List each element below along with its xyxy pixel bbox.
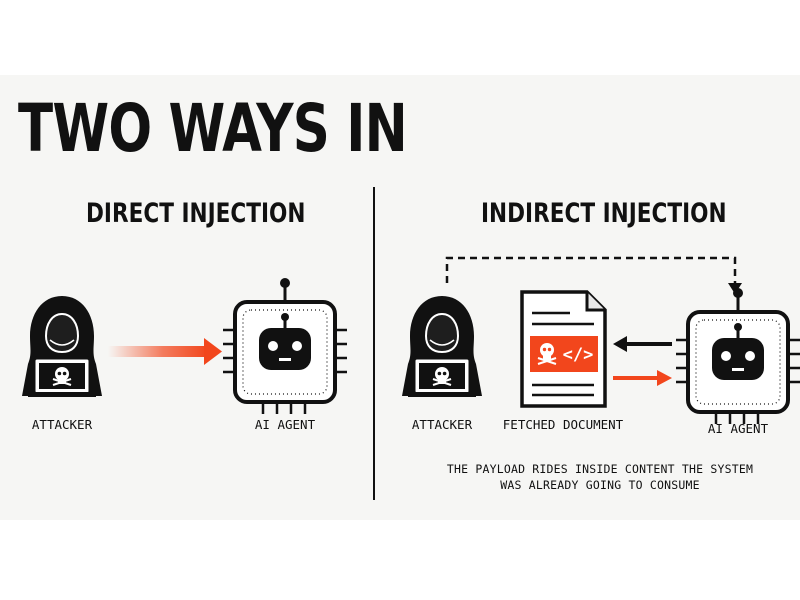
direct-heading: DIRECT INJECTION (86, 198, 306, 229)
indirect-caption: THE PAYLOAD RIDES INSIDE CONTENT THE SYS… (405, 461, 795, 493)
direct-arrow (108, 346, 208, 357)
indirect-attacker-label: ATTACKER (411, 417, 473, 432)
caption-line-2: WAS ALREADY GOING TO CONSUME (500, 478, 700, 492)
direct-agent-label: AI AGENT (254, 417, 316, 432)
direct-attacker-icon (20, 294, 104, 399)
payload-arrow-head (657, 370, 672, 386)
indirect-robot-icon (674, 286, 800, 426)
indirect-heading: INDIRECT INJECTION (481, 198, 727, 229)
fetch-arrow-head (613, 336, 627, 352)
diagram-panel (0, 75, 800, 520)
document-icon (520, 290, 607, 408)
code-icon: </> (563, 345, 594, 365)
direct-arrow-head (204, 338, 222, 365)
document-label: FETCHED DOCUMENT (502, 417, 624, 432)
indirect-agent-label: AI AGENT (707, 421, 769, 436)
section-divider (373, 187, 375, 500)
caption-line-1: THE PAYLOAD RIDES INSIDE CONTENT THE SYS… (446, 462, 754, 476)
indirect-attacker-icon (400, 294, 484, 399)
dashed-arrow-head (728, 283, 742, 294)
direct-attacker-label: ATTACKER (31, 417, 93, 432)
direct-robot-icon (221, 276, 349, 416)
dashed-path (445, 256, 737, 285)
